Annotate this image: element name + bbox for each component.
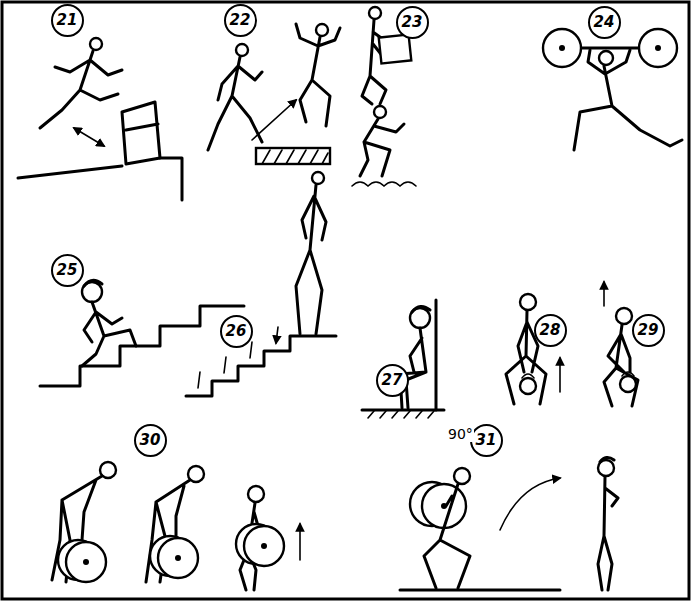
stick-figure [598, 457, 618, 590]
stick-figure [400, 306, 430, 408]
motion-arrow [299, 524, 301, 560]
callout-number: 22 [224, 4, 257, 37]
kettlebell-handle [522, 374, 534, 378]
plate-hub [175, 555, 181, 561]
carried-box [379, 35, 412, 64]
motion-arrow [74, 128, 104, 146]
stairs [186, 336, 336, 396]
plate-hub [83, 559, 89, 565]
callout-number-text: 22 [230, 13, 251, 28]
plate-hub [655, 45, 661, 51]
callout-number-text: 27 [382, 373, 403, 388]
callout-number: 26 [220, 315, 253, 348]
figure-head [316, 24, 328, 36]
figure-head [90, 38, 102, 50]
figure-head [248, 486, 264, 502]
callout-number-text: 30 [140, 433, 161, 448]
barbell-plate [639, 29, 677, 67]
kettlebell-handle [622, 372, 634, 376]
figure-head [236, 44, 248, 56]
callout-number-text: 23 [402, 15, 423, 30]
stick-figure [296, 185, 326, 334]
callout-number: 31 [470, 424, 503, 457]
barbell-plate [66, 542, 106, 582]
stick-figure [360, 119, 404, 176]
platform-hatch [262, 150, 328, 164]
figure-head [312, 172, 324, 184]
figure-head [616, 308, 632, 324]
barbell-plate [158, 538, 198, 578]
callout-number-text: 28 [540, 323, 561, 338]
callout-number-text: 24 [594, 15, 615, 30]
callout-number-text: 29 [638, 323, 659, 338]
platform [256, 148, 330, 164]
callout-number: 30 [134, 424, 167, 457]
kettlebell [620, 376, 636, 392]
callout-number-text: 25 [57, 263, 78, 278]
barbell-plate [244, 526, 284, 566]
figure-head [599, 51, 613, 65]
motion-arrow [500, 478, 560, 530]
motion-arrow [252, 100, 296, 140]
ground-line [18, 158, 182, 200]
stick-figure [40, 51, 122, 128]
kettlebell [520, 378, 536, 394]
callout-number: 27 [376, 364, 409, 397]
ground-line [400, 589, 560, 592]
callout-number: 24 [588, 6, 621, 39]
vault-box [122, 102, 160, 164]
stick-figure [296, 24, 340, 126]
plate-hub [261, 543, 267, 549]
barbell-plate [422, 484, 466, 528]
barbell-plate [543, 29, 581, 67]
figure-head [520, 294, 536, 310]
figure-head [369, 7, 381, 19]
figure-head [374, 106, 386, 118]
callout-number-text: 31 [476, 433, 497, 448]
callout-number-text: 21 [57, 13, 78, 28]
bounce-marks [352, 182, 416, 186]
figure-head [454, 468, 470, 484]
motion-arrow [559, 358, 561, 392]
callout-number: 25 [51, 254, 84, 287]
callout-number: 23 [396, 6, 429, 39]
wall [435, 300, 438, 410]
callout-number: 28 [534, 314, 567, 347]
stick-figure [574, 50, 682, 150]
plate-hub [559, 45, 565, 51]
stairs [40, 306, 244, 386]
angle-label: 90° [447, 426, 474, 442]
stick-figure [82, 280, 136, 366]
stick-figure [208, 57, 262, 150]
stick-figure [424, 484, 470, 588]
callout-number-text: 26 [226, 324, 247, 339]
motion-arrow [603, 282, 605, 306]
callout-number: 29 [632, 314, 665, 347]
ground-hatch [368, 411, 434, 418]
callout-number: 21 [51, 4, 84, 37]
